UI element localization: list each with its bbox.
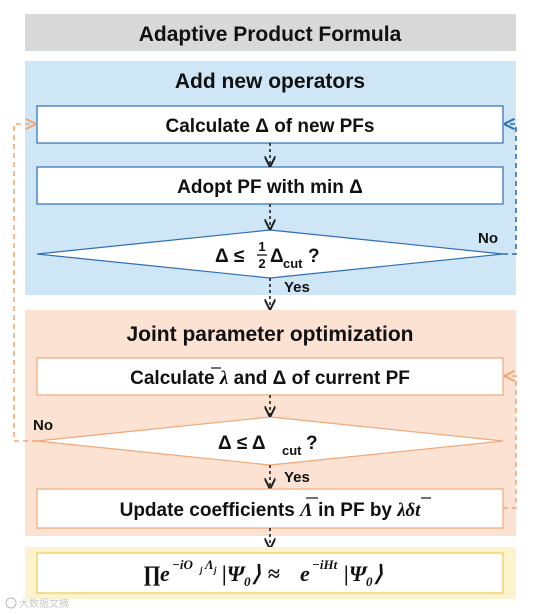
result-rhs-psi: |Ψ <box>344 561 368 586</box>
decision1-label: Δ ≤ 1 2 Δ cut ? <box>215 239 320 271</box>
decision2-suffix: ? <box>306 433 318 454</box>
decision1-delta: Δ <box>270 246 284 267</box>
result-lhs-base: e <box>160 561 170 586</box>
result-lhs-exp2: Λ <box>204 557 214 572</box>
decision2-no-label: No <box>33 417 53 434</box>
result-lhs-sub2: j <box>212 565 217 575</box>
step-calculate-lambda-label: Calculate λ and Δ of current PF <box>130 368 410 389</box>
decision1-sub: cut <box>283 256 303 271</box>
result-rhs-ket: ⟩ <box>374 561 383 586</box>
decision1-frac-num: 1 <box>258 239 265 254</box>
result-rhs-zero: 0 <box>366 574 373 589</box>
decision2-prefix: Δ ≤ Δ <box>218 433 266 454</box>
result-formula: ∏ e −iO j Λ j |Ψ 0 ⟩ ≈ e −iHt |Ψ 0 ⟩ <box>143 557 383 589</box>
result-rhs-exp: −iHt <box>312 557 338 572</box>
step-adopt-pf-box <box>36 166 504 205</box>
step-update-coefficients-box <box>36 488 504 529</box>
no-loop-orange-arrow <box>13 124 37 442</box>
result-approx: ≈ <box>262 561 285 586</box>
result-lhs-ket: ⟩ <box>252 561 261 586</box>
watermark-logo-icon <box>5 597 17 609</box>
result-product: ∏ <box>143 561 161 586</box>
lambda-vector-2: λ <box>396 500 405 521</box>
section2-heading: Joint parameter optimization <box>126 323 413 346</box>
result-lhs-psi: |Ψ <box>222 561 246 586</box>
decision2-label: Δ ≤ Δ cut ? <box>218 433 318 458</box>
result-lhs-zero: 0 <box>244 574 251 589</box>
result-lhs-exp: −iO <box>172 557 193 572</box>
step-adopt-pf-label: Adopt PF with min Δ <box>177 177 363 198</box>
watermark-text: 大数据文摘 <box>19 597 69 610</box>
step-calculate-delta-label: Calculate Δ of new PFs <box>166 116 375 137</box>
decision2-diamond <box>36 416 504 466</box>
decision1-frac-den: 2 <box>258 256 265 271</box>
decision1-prefix: Δ ≤ <box>215 246 244 267</box>
decision1-yes-label: Yes <box>284 279 310 296</box>
result-rhs-base: e <box>300 561 310 586</box>
step-update-coefficients-label: Update coefficients Λ in PF by λδt <box>120 500 422 521</box>
no-loop-blue-arrow <box>503 124 517 255</box>
Lambda-vector: Λ <box>298 500 313 521</box>
section1-heading: Add new operators <box>175 70 365 93</box>
decision2-sub: cut <box>282 443 302 458</box>
decision2-yes-label: Yes <box>284 469 310 486</box>
result-lhs-sub: j <box>198 565 203 575</box>
lambda-vector: λ <box>219 368 228 389</box>
result-box <box>36 552 504 594</box>
decision1-suffix: ? <box>308 246 320 267</box>
decision1-no-label: No <box>478 230 498 247</box>
diagram-title: Adaptive Product Formula <box>139 23 402 46</box>
step-calculate-lambda-box <box>36 357 504 396</box>
title-bar <box>25 14 516 51</box>
